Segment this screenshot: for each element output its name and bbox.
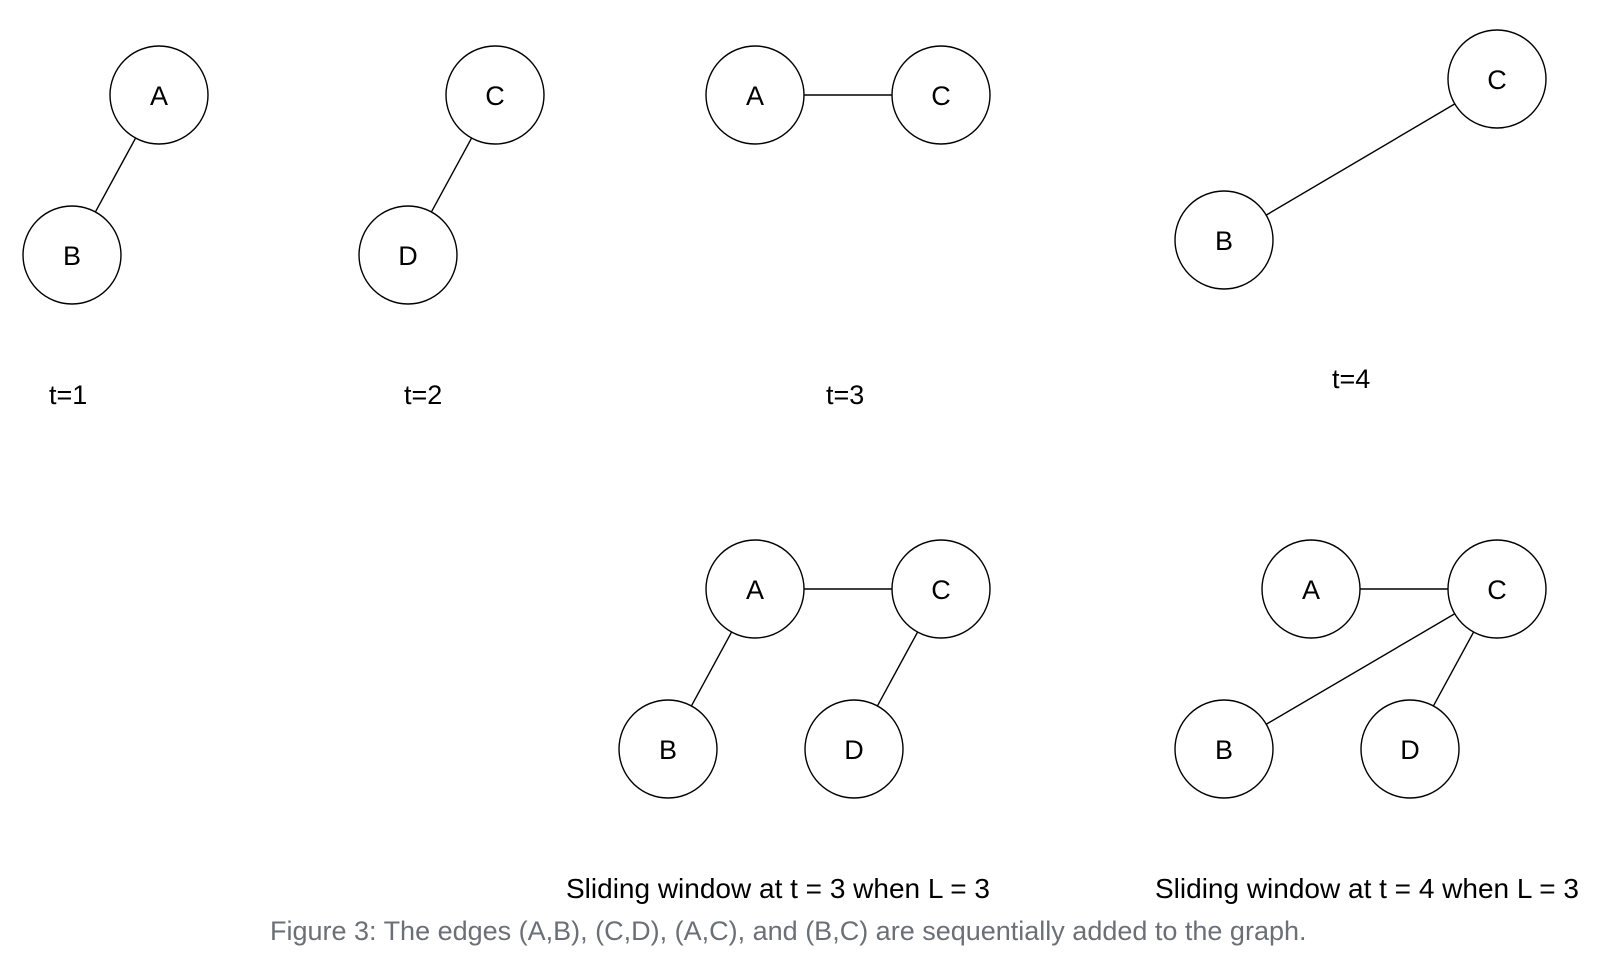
node-circle xyxy=(1447,29,1547,129)
edge-b-c xyxy=(1265,613,1456,725)
node-label: D xyxy=(844,735,864,765)
node-d: D xyxy=(804,699,904,799)
node-label: B xyxy=(659,735,677,765)
node-label: B xyxy=(1215,735,1233,765)
panel-t4: CB xyxy=(1174,29,1547,290)
node-label: B xyxy=(63,241,81,271)
node-label: C xyxy=(1487,575,1507,605)
node-circle xyxy=(109,45,209,145)
node-b: B xyxy=(1174,190,1274,290)
node-label: A xyxy=(746,575,764,605)
node-circle xyxy=(22,205,122,305)
node-a: A xyxy=(705,539,805,639)
edge-c-d xyxy=(1432,631,1475,707)
panel-t2: CD xyxy=(358,45,545,305)
node-b: B xyxy=(22,205,122,305)
node-label: C xyxy=(931,81,951,111)
panel-window3: A C B D xyxy=(618,539,991,799)
node-circle xyxy=(618,699,718,799)
panel-t1: AB xyxy=(22,45,209,305)
panel-window4: A C B D xyxy=(1174,539,1547,799)
node-circle xyxy=(1174,190,1274,290)
node-b: B xyxy=(1174,699,1274,799)
node-label: D xyxy=(398,241,418,271)
node-circle xyxy=(1447,539,1547,639)
node-c: C xyxy=(1447,539,1547,639)
node-circle xyxy=(705,45,805,145)
node-label: B xyxy=(1215,226,1233,256)
node-c: C xyxy=(891,45,991,145)
node-c: C xyxy=(1447,29,1547,129)
edge-c-d xyxy=(430,137,473,213)
node-label: C xyxy=(1487,65,1507,95)
edge-a-b xyxy=(690,631,733,707)
node-c: C xyxy=(891,539,991,639)
node-a: A xyxy=(1261,539,1361,639)
sliding-window-t3-caption: Sliding window at t = 3 when L = 3 xyxy=(566,873,990,904)
node-circle xyxy=(804,699,904,799)
node-label: A xyxy=(150,81,168,111)
node-label: D xyxy=(1400,735,1420,765)
node-b: B xyxy=(618,699,718,799)
panel-label-t2: t=2 xyxy=(404,380,443,410)
node-circle xyxy=(358,205,458,305)
panel-label-t4: t=4 xyxy=(1332,364,1371,394)
sliding-window-t4-caption: Sliding window at t = 4 when L = 3 xyxy=(1155,873,1579,904)
panel-label-t1: t=1 xyxy=(49,380,88,410)
node-d: D xyxy=(358,205,458,305)
node-circle xyxy=(1174,699,1274,799)
node-a: A xyxy=(109,45,209,145)
node-circle xyxy=(891,45,991,145)
node-label: A xyxy=(1302,575,1320,605)
node-d: D xyxy=(1360,699,1460,799)
node-circle xyxy=(1261,539,1361,639)
node-circle xyxy=(1360,699,1460,799)
edge-b-c xyxy=(1265,103,1456,216)
edge-a-b xyxy=(94,137,137,213)
figure-caption: Figure 3: The edges (A,B), (C,D), (A,C),… xyxy=(270,916,1307,946)
node-a: A xyxy=(705,45,805,145)
node-circle xyxy=(445,45,545,145)
edge-c-d xyxy=(876,631,919,707)
node-circle xyxy=(891,539,991,639)
panel-label-t3: t=3 xyxy=(826,380,865,410)
node-label: C xyxy=(485,81,505,111)
node-label: A xyxy=(746,81,764,111)
node-c: C xyxy=(445,45,545,145)
node-label: C xyxy=(931,575,951,605)
node-circle xyxy=(705,539,805,639)
